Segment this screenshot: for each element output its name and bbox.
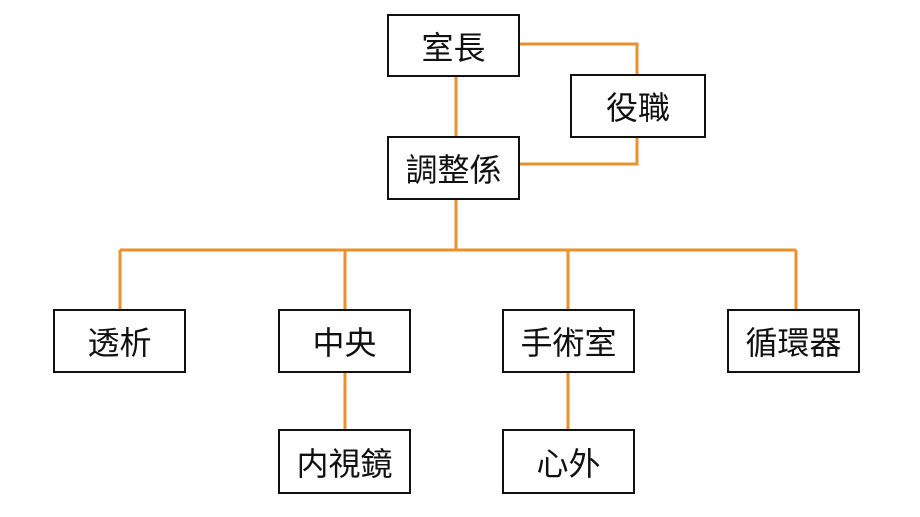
node-shingai: 心外 bbox=[502, 429, 635, 494]
connector-yakushoku-chosei bbox=[520, 138, 639, 166]
node-naishikyo: 内視鏡 bbox=[278, 429, 411, 494]
connector-shitsucho-yakushoku bbox=[520, 42, 639, 74]
node-yakushoku: 役職 bbox=[570, 74, 706, 138]
node-toseki: 透析 bbox=[53, 309, 186, 373]
node-chosei: 調整係 bbox=[387, 136, 520, 200]
node-junkanki: 循環器 bbox=[727, 309, 860, 373]
node-chuo: 中央 bbox=[278, 309, 411, 373]
node-shujutsu: 手術室 bbox=[502, 309, 635, 373]
node-shitsucho: 室長 bbox=[387, 14, 520, 77]
